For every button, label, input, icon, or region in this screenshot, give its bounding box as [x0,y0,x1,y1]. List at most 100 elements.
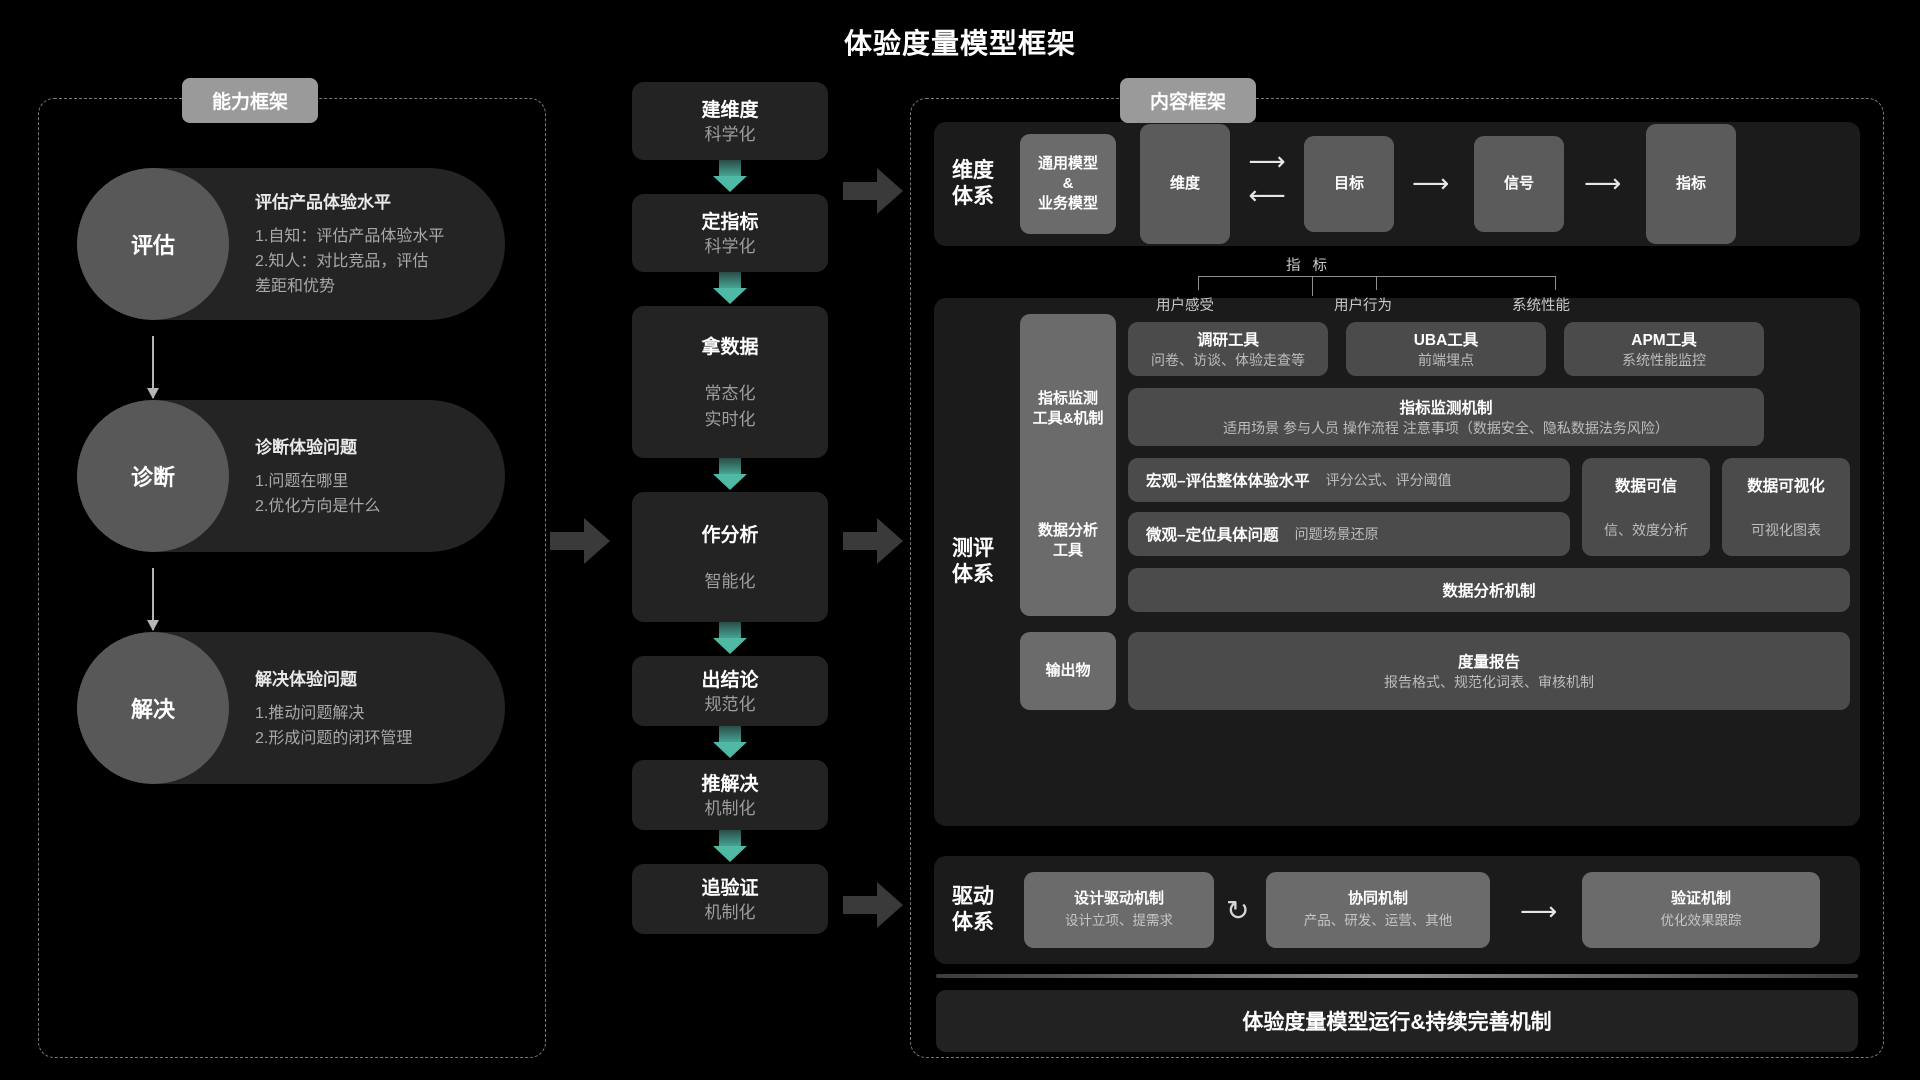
dimension-model-chip[interactable]: 通用模型 & 业务模型 [1020,134,1116,234]
analysis-row-micro[interactable]: 微观–定位具体问题 问题场景还原 [1128,512,1570,556]
capability-step-resolve-line-1: 1.推动问题解决 [255,704,365,722]
connector-arrow-left-middle [550,518,610,564]
drive-item-collaboration-title: 协同机制 [1347,889,1408,907]
flow-step-2[interactable]: 定指标 科学化 [632,194,828,272]
capability-step-evaluate-line-3: 差距和优势 [255,277,336,295]
tree-line-branch-2 [1376,276,1377,290]
output-report-sub: 报告格式、规范化词表、审核机制 [1384,674,1594,690]
tree-line-branch-3 [1555,276,1556,290]
tool-card-apm-sub: 系统性能监控 [1622,352,1706,368]
flow-arrow-2 [632,272,828,306]
arrow-right-icon-2: ⟶ [1584,168,1622,198]
analysis-row-macro-sub: 评分公式、评分阈值 [1325,472,1452,488]
tree-line-horizontal [1198,276,1556,277]
capability-step-evaluate[interactable]: 评估 评估产品体验水平 1.自知：评估产品体验水平 2.知人：对比竞品，评估 差… [77,168,505,320]
tree-line-branch-1 [1198,276,1199,290]
capability-framework-badge: 能力框架 [182,78,319,123]
dimension-system-block: 维度 体系 通用模型 & 业务模型 维度 ⟶ ⟵ 目标 ⟶ 信号 ⟶ 指标 [934,122,1860,246]
flow-step-7-title: 追验证 [701,877,759,899]
indicator-tree-branch-3: 系统性能 [1512,298,1570,314]
flow-step-6-title: 推解决 [701,773,759,795]
flow-step-6-sub: 机制化 [704,798,756,818]
capability-step-evaluate-circle: 评估 [77,168,229,320]
connector-arrow-bottom [843,882,903,928]
tool-card-apm[interactable]: APM工具 系统性能监控 [1564,322,1764,376]
flow-arrow-6 [632,830,828,864]
analysis-card-data-visualization-title: 数据可视化 [1747,478,1825,495]
flow-step-1-sub: 科学化 [704,124,756,144]
indicator-monitor-mechanism-sub: 适用场景 参与人员 操作流程 注意事项（数据安全、隐私数据法务风险） [1223,420,1669,436]
dimension-bidirectional-arrow-icon: ⟶ ⟵ [1248,146,1286,210]
indicator-monitor-side-chip-title: 指标监测 工具&机制 [1032,389,1104,427]
capability-step-resolve-line-2: 2.形成问题的闭环管理 [255,729,413,747]
capability-step-diagnose-line-1: 1.问题在哪里 [255,472,349,490]
drive-item-collaboration[interactable]: 协同机制 产品、研发、运营、其他 [1266,872,1490,948]
indicator-tree-branch-2: 用户行为 [1334,298,1392,314]
capability-step-diagnose-heading: 诊断体验问题 [255,437,357,457]
indicator-monitor-mechanism-title: 指标监测机制 [1399,400,1493,417]
analysis-card-data-credible[interactable]: 数据可信 信、效度分析 [1582,458,1710,556]
flow-step-7-sub: 机制化 [704,902,756,922]
flow-step-3[interactable]: 拿数据 常态化 实时化 [632,306,828,458]
drive-item-design[interactable]: 设计驱动机制 设计立项、提需求 [1024,872,1214,948]
flow-step-7[interactable]: 追验证 机制化 [632,864,828,934]
capability-step-resolve[interactable]: 解决 解决体验问题 1.推动问题解决 2.形成问题的闭环管理 [77,632,505,784]
capability-step-evaluate-heading: 评估产品体验水平 [255,193,391,213]
tool-card-apm-title: APM工具 [1631,332,1697,349]
tool-card-survey-sub: 问卷、访谈、体验走查等 [1151,352,1305,368]
flow-arrow-3 [632,458,828,492]
dimension-chain-item-3-label: 信号 [1503,174,1534,192]
flow-step-1[interactable]: 建维度 科学化 [632,82,828,160]
flow-step-1-title: 建维度 [701,99,759,121]
dimension-chain-item-1-label: 维度 [1169,174,1200,192]
analysis-row-macro[interactable]: 宏观–评估整体体验水平 评分公式、评分阈值 [1128,458,1570,502]
page-title: 体验度量模型框架 [843,28,1076,59]
dimension-chain-item-4[interactable]: 指标 [1646,124,1736,244]
tool-card-uba[interactable]: UBA工具 前端埋点 [1346,322,1546,376]
flow-step-4[interactable]: 作分析 智能化 [632,492,828,622]
flow-step-5[interactable]: 出结论 规范化 [632,656,828,726]
capability-step-diagnose[interactable]: 诊断 诊断体验问题 1.问题在哪里 2.优化方向是什么 [77,400,505,552]
output-side-chip[interactable]: 输出物 [1020,632,1116,710]
analysis-card-data-credible-sub: 信、效度分析 [1604,522,1688,538]
capability-step-diagnose-line-2: 2.优化方向是什么 [255,497,381,515]
capability-step-resolve-circle: 解决 [77,632,229,784]
content-framework-badge: 内容框架 [1120,78,1257,123]
dimension-system-label: 维度 体系 [952,158,994,208]
capability-step-evaluate-body: 评估产品体验水平 1.自知：评估产品体验水平 2.知人：对比竞品，评估 差距和优… [255,168,444,320]
evaluation-system-block: 测评 体系 指标监测 工具&机制 指 标 用户感受 用户行为 系统性能 调研工具… [934,258,1860,826]
drive-item-verification-sub: 优化效果跟踪 [1660,913,1742,929]
flow-step-2-sub: 科学化 [704,236,756,256]
data-analysis-side-chip-title: 数据分析 工具 [1037,521,1098,559]
capability-step-evaluate-line-2: 2.知人：对比竞品，评估 [255,253,429,271]
indicator-monitor-mechanism-bar[interactable]: 指标监测机制 适用场景 参与人员 操作流程 注意事项（数据安全、隐私数据法务风险… [1128,388,1764,446]
indicator-tree-root: 指 标 [1286,258,1332,274]
drive-item-collaboration-sub: 产品、研发、运营、其他 [1303,913,1453,929]
drive-item-verification[interactable]: 验证机制 优化效果跟踪 [1582,872,1820,948]
dimension-chain-item-1[interactable]: 维度 [1140,124,1230,244]
flow-step-6[interactable]: 推解决 机制化 [632,760,828,830]
flow-step-5-sub: 规范化 [704,694,756,714]
capability-arrow-1 [147,336,159,399]
analysis-card-data-visualization-sub: 可视化图表 [1751,522,1821,538]
flow-step-2-title: 定指标 [701,211,759,233]
footer-bar[interactable]: 体验度量模型运行&持续完善机制 [936,990,1858,1052]
analysis-card-data-credible-title: 数据可信 [1614,478,1677,495]
analysis-row-micro-sub: 问题场景还原 [1294,526,1379,542]
drive-system-block: 驱动 体系 设计驱动机制 设计立项、提需求 ↻ 协同机制 产品、研发、运营、其他… [934,856,1860,964]
output-report-title: 度量报告 [1457,654,1520,671]
analysis-card-data-visualization[interactable]: 数据可视化 可视化图表 [1722,458,1850,556]
capability-step-diagnose-body: 诊断体验问题 1.问题在哪里 2.优化方向是什么 [255,400,380,552]
data-analysis-mechanism-bar[interactable]: 数据分析机制 [1128,568,1850,612]
dimension-chain-item-3[interactable]: 信号 [1474,136,1564,232]
data-analysis-side-chip[interactable]: 数据分析 工具 [1020,466,1116,616]
footer-bar-text: 体验度量模型运行&持续完善机制 [1242,1011,1552,1034]
capability-step-resolve-heading: 解决体验问题 [255,669,357,689]
dimension-chain-item-2[interactable]: 目标 [1304,136,1394,232]
output-report-bar[interactable]: 度量报告 报告格式、规范化词表、审核机制 [1128,632,1850,710]
tool-card-survey[interactable]: 调研工具 问卷、访谈、体验走查等 [1128,322,1328,376]
drive-item-verification-title: 验证机制 [1670,889,1731,907]
arrow-right-icon-1: ⟶ [1412,168,1450,198]
analysis-row-macro-title: 宏观–评估整体体验水平 [1146,473,1310,490]
connector-arrow-middle [843,518,903,564]
